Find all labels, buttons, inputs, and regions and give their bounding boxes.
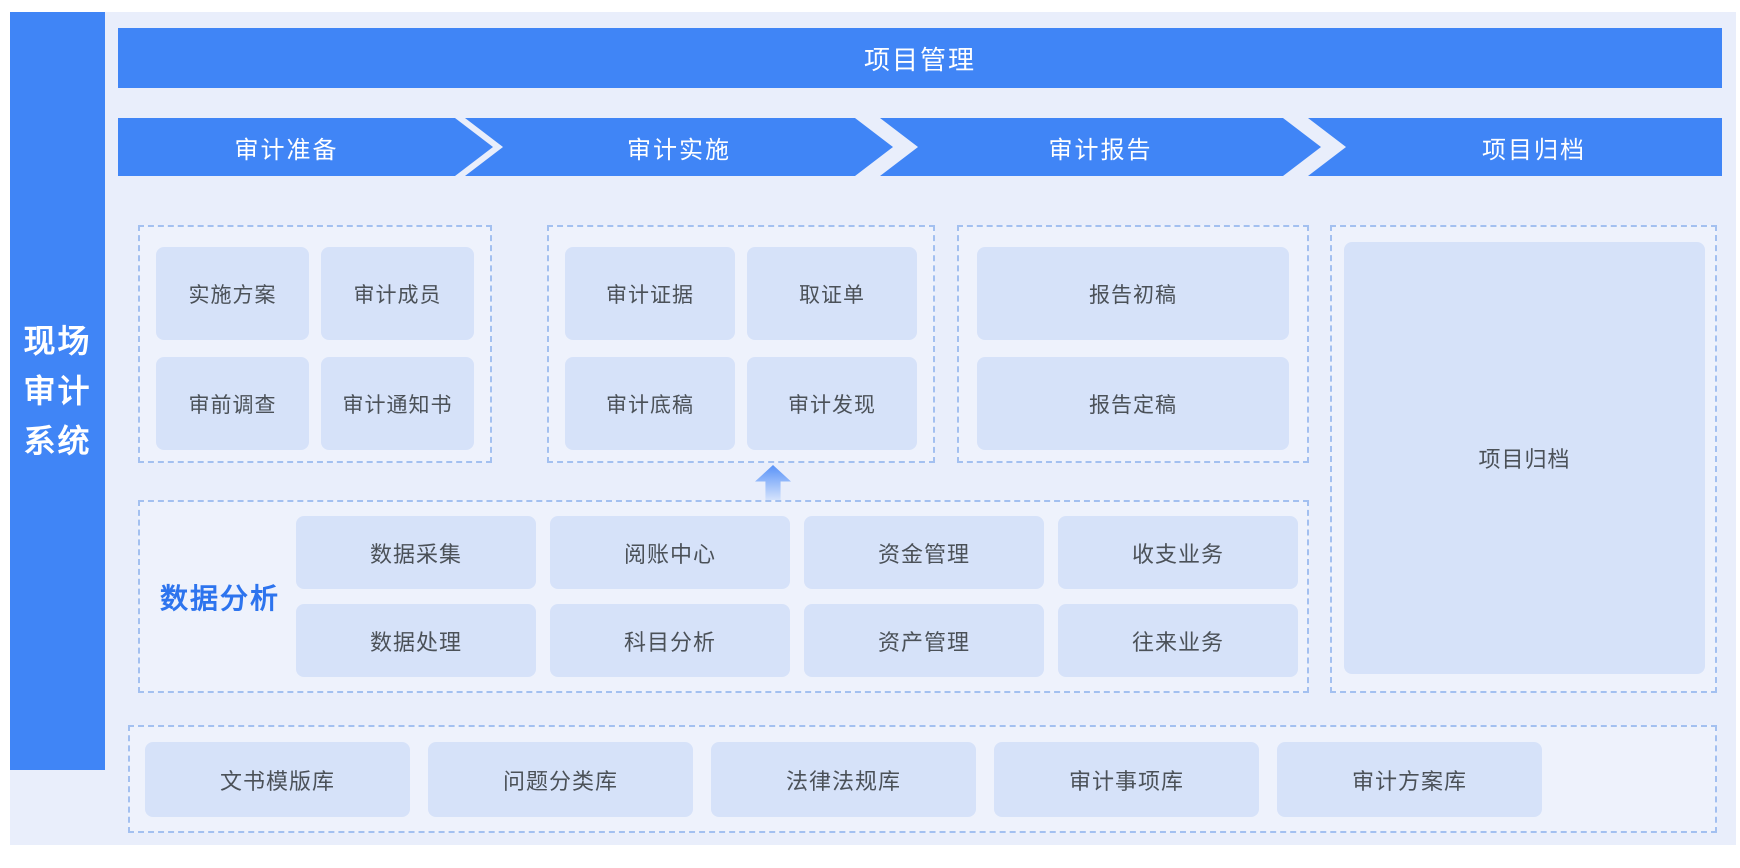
library-card: 问题分类库 xyxy=(428,742,693,817)
library-card: 法律法规库 xyxy=(711,742,976,817)
module-card: 收支业务 xyxy=(1058,516,1298,589)
phase-audit-report: 审计报告 xyxy=(880,118,1321,176)
phase-audit-preparation: 审计准备 xyxy=(118,118,493,176)
section-audit-preparation: 实施方案 审计成员 审前调查 审计通知书 xyxy=(138,225,492,463)
phase-project-archive: 项目归档 xyxy=(1308,118,1722,176)
library-card: 审计方案库 xyxy=(1277,742,1542,817)
section-project-archive: 项目归档 xyxy=(1330,225,1717,693)
module-card: 报告初稿 xyxy=(977,247,1289,340)
module-card: 资产管理 xyxy=(804,604,1044,677)
data-analysis-label: 数据分析 xyxy=(160,582,281,614)
library-card: 审计事项库 xyxy=(994,742,1259,817)
module-card: 阅账中心 xyxy=(550,516,790,589)
up-arrow-icon xyxy=(755,465,791,501)
audit-system-panel: 现场 审计 系统 项目管理 审计准备 审计实施 审计报告 项目归档 实施方案 审… xyxy=(10,12,1736,845)
module-card: 审计发现 xyxy=(747,357,917,450)
diagram-main: 项目管理 审计准备 审计实施 审计报告 项目归档 实施方案 审计成员 审前调查 … xyxy=(118,12,1722,845)
module-card: 实施方案 xyxy=(156,247,309,340)
module-card: 取证单 xyxy=(747,247,917,340)
module-card: 数据采集 xyxy=(296,516,536,589)
module-card: 审计通知书 xyxy=(321,357,474,450)
module-card: 审前调查 xyxy=(156,357,309,450)
module-card: 审计成员 xyxy=(321,247,474,340)
system-title-line: 现场 xyxy=(23,323,92,359)
section-data-analysis: 数据分析 数据采集 阅账中心 资金管理 收支业务 数据处理 科目分析 资产管理 … xyxy=(138,500,1309,693)
system-title-line: 审计 xyxy=(23,373,92,409)
system-title-line: 系统 xyxy=(23,423,92,459)
module-card: 资金管理 xyxy=(804,516,1044,589)
project-management-banner: 项目管理 xyxy=(118,28,1722,88)
module-card: 审计证据 xyxy=(565,247,735,340)
section-audit-report: 报告初稿 报告定稿 xyxy=(957,225,1309,463)
system-title-bar: 现场 审计 系统 xyxy=(10,12,105,770)
section-audit-implementation: 审计证据 取证单 审计底稿 审计发现 xyxy=(547,225,935,463)
module-card: 往来业务 xyxy=(1058,604,1298,677)
phase-audit-implementation: 审计实施 xyxy=(465,118,893,176)
module-card: 科目分析 xyxy=(550,604,790,677)
phase-flow: 审计准备 审计实施 审计报告 项目归档 xyxy=(118,118,1722,176)
section-libraries: 文书模版库 问题分类库 法律法规库 审计事项库 审计方案库 xyxy=(128,725,1717,833)
module-card: 数据处理 xyxy=(296,604,536,677)
module-card: 审计底稿 xyxy=(565,357,735,450)
module-card: 报告定稿 xyxy=(977,357,1289,450)
module-card-archive: 项目归档 xyxy=(1344,242,1705,674)
library-card: 文书模版库 xyxy=(145,742,410,817)
